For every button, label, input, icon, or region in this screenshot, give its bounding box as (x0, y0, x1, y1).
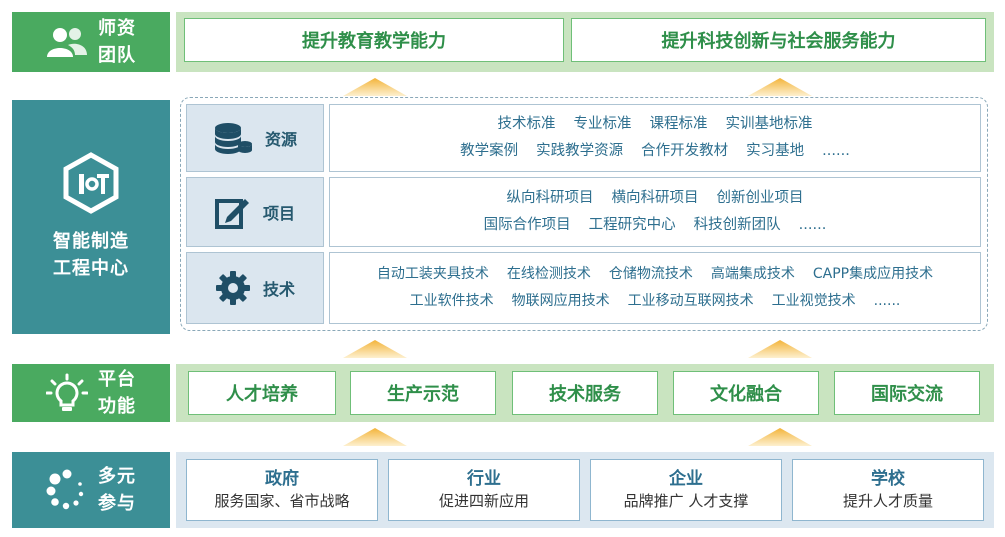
project-item: 纵向科研项目 (506, 190, 594, 206)
technology-item: ...... (873, 293, 901, 309)
tab-technology-label: 技术 (262, 280, 295, 299)
project-line-2: 国际合作项目 工程研究中心 科技创新团队 ...... (475, 212, 836, 239)
project-item: 工程研究中心 (588, 217, 676, 233)
goal-innovation: 提升科技创新与社会服务能力 (571, 18, 986, 62)
participant-industry: 行业 促进四新应用 (388, 459, 580, 521)
technology-item: 在线检测技术 (506, 266, 591, 282)
project-item: 科技创新团队 (693, 217, 781, 233)
project-content: 纵向科研项目 横向科研项目 创新创业项目 国际合作项目 工程研究中心 科技创新团… (329, 177, 981, 247)
platform-label: 平台 功能 (12, 364, 170, 422)
tab-technology: 技术 (186, 252, 324, 324)
center-label-line2: 工程中心 (53, 258, 129, 279)
center-label: 智能制造 工程中心 (12, 100, 170, 334)
platform-label-line1: 平台 (98, 369, 136, 390)
technology-item: 工业移动互联网技术 (627, 293, 754, 309)
participant-school: 学校 提升人才质量 (792, 459, 984, 521)
participant-subtitle: 促进四新应用 (438, 492, 529, 510)
participant-subtitle: 提升人才质量 (842, 492, 933, 510)
resource-item: 实习基地 (746, 143, 805, 159)
platform-item-demo: 生产示范 (350, 371, 496, 415)
platform-item-text: 文化融合 (710, 384, 782, 405)
goal-teaching-text: 提升教育教学能力 (302, 31, 446, 52)
platform-item-international: 国际交流 (834, 371, 980, 415)
tab-resource-label: 资源 (264, 130, 297, 149)
lightbulb-icon (46, 373, 88, 413)
platform-item-culture: 文化融合 (673, 371, 819, 415)
resource-item: 合作开发教材 (641, 143, 729, 159)
participants-label: 多元 参与 (12, 452, 170, 528)
platform-item-talent: 人才培养 (188, 371, 336, 415)
resource-line-1: 技术标准 专业标准 课程标准 实训基地标准 (489, 111, 822, 138)
participant-government: 政府 服务国家、省市战略 (186, 459, 378, 521)
people-icon (46, 25, 88, 59)
resource-item: 课程标准 (649, 116, 708, 132)
resource-item: 技术标准 (497, 116, 556, 132)
technology-line-1: 自动工装夹具技术 在线检测技术 仓储物流技术 高端集成技术 CAPP集成应用技术 (368, 261, 942, 288)
arrow-up-icon (748, 340, 812, 358)
center-frame (180, 97, 988, 331)
goal-innovation-text: 提升科技创新与社会服务能力 (661, 31, 896, 52)
tab-resource: 资源 (186, 104, 324, 172)
iot-icon (61, 152, 121, 214)
tab-project: 项目 (186, 177, 324, 247)
dots-cycle-icon (46, 469, 88, 511)
arrow-up-icon (748, 428, 812, 446)
platform-item-text: 国际交流 (871, 384, 943, 405)
resource-content: 技术标准 专业标准 课程标准 实训基地标准 教学案例 实践教学资源 合作开发教材… (329, 104, 981, 172)
participant-title: 行业 (467, 469, 501, 489)
technology-item: 自动工装夹具技术 (376, 266, 489, 282)
project-item: 国际合作项目 (483, 217, 571, 233)
edit-icon (214, 195, 251, 229)
gear-icon (215, 270, 251, 306)
technology-item: 工业软件技术 (409, 293, 494, 309)
participant-title: 政府 (265, 469, 299, 489)
participant-enterprise: 企业 品牌推广 人才支撑 (590, 459, 782, 521)
center-label-line1: 智能制造 (53, 231, 129, 252)
teachers-label-line2: 团队 (98, 45, 136, 66)
resource-item: 专业标准 (573, 116, 632, 132)
arrow-up-icon (343, 340, 407, 358)
resource-item: ...... (822, 143, 850, 159)
technology-item: 高端集成技术 (710, 266, 795, 282)
platform-label-line2: 功能 (98, 396, 136, 417)
platform-item-text: 人才培养 (226, 384, 298, 405)
resource-item: 实践教学资源 (536, 143, 624, 159)
goal-teaching: 提升教育教学能力 (184, 18, 564, 62)
participant-subtitle: 品牌推广 人才支撑 (623, 492, 749, 510)
project-item: 创新创业项目 (716, 190, 804, 206)
project-item: 横向科研项目 (611, 190, 699, 206)
participant-title: 学校 (871, 469, 905, 489)
participant-title: 企业 (669, 469, 703, 489)
technology-item: 物联网应用技术 (511, 293, 610, 309)
tab-project-label: 项目 (262, 204, 295, 223)
project-line-1: 纵向科研项目 横向科研项目 创新创业项目 (498, 185, 813, 212)
teachers-label-line1: 师资 (98, 18, 136, 39)
platform-item-service: 技术服务 (512, 371, 658, 415)
technology-item: 工业视觉技术 (771, 293, 856, 309)
arrow-up-icon (343, 428, 407, 446)
resource-item: 教学案例 (460, 143, 519, 159)
project-item: ...... (798, 217, 827, 233)
technology-item: CAPP集成应用技术 (812, 266, 934, 282)
platform-item-text: 生产示范 (387, 384, 459, 405)
resource-item: 实训基地标准 (725, 116, 813, 132)
platform-item-text: 技术服务 (549, 384, 621, 405)
resource-line-2: 教学案例 实践教学资源 合作开发教材 实习基地 ...... (451, 138, 859, 165)
arrow-up-icon (343, 78, 407, 96)
technology-item: 仓储物流技术 (608, 266, 693, 282)
participants-label-line2: 参与 (98, 493, 136, 514)
participants-label-line1: 多元 (98, 466, 136, 487)
teachers-label: 师资 团队 (12, 12, 170, 72)
technology-content: 自动工装夹具技术 在线检测技术 仓储物流技术 高端集成技术 CAPP集成应用技术… (329, 252, 981, 324)
technology-line-2: 工业软件技术 物联网应用技术 工业移动互联网技术 工业视觉技术 ...... (401, 288, 910, 315)
participant-subtitle: 服务国家、省市战略 (214, 492, 350, 510)
arrow-up-icon (748, 78, 812, 96)
database-icon (213, 122, 253, 154)
